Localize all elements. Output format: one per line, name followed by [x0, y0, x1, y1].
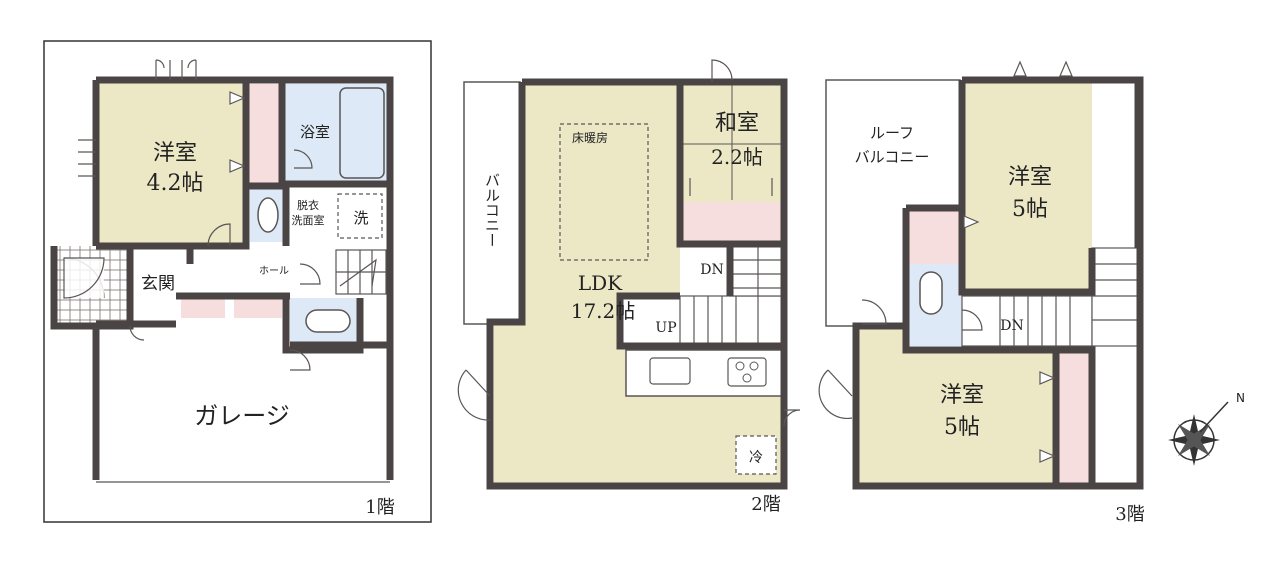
label-fridge: 冷: [749, 450, 763, 466]
floor-1-frame: [43, 40, 432, 523]
stairs-3f: [961, 247, 1139, 347]
shoe-closet: [181, 298, 225, 318]
label-roof-1: ルーフ: [870, 124, 914, 142]
bathtub: [339, 87, 385, 179]
closet-2f: [680, 202, 784, 244]
closet-3f-b: [1056, 350, 1092, 484]
label-ldk: LDK: [578, 271, 623, 295]
label-entrance: 玄関: [141, 274, 175, 294]
floor-heating-area: [559, 123, 649, 261]
storage-closet: [234, 298, 282, 318]
stove: [727, 357, 767, 387]
label-western-1f-size: 4.2帖: [147, 171, 204, 196]
entrance-door: [63, 257, 105, 299]
doors-3f: [818, 299, 983, 420]
stairs-1f: [335, 249, 387, 295]
floor-2: 床暖房 LDK 17.2帖 和室 2.2帖 DN UP 冷 バルコニー 2階: [457, 59, 801, 515]
label-washroom: 洗面室: [292, 213, 325, 227]
label-up-2f: UP: [655, 320, 676, 336]
walls-2f: [486, 78, 788, 490]
label-roof-2: バルコニー: [855, 148, 930, 166]
western-room-1f: [96, 80, 246, 245]
label-washer: 洗: [353, 209, 368, 227]
closet-door-markers-1f: [229, 91, 246, 173]
label-floor-heating: 床暖房: [572, 130, 608, 145]
toilet-3f: [919, 271, 943, 315]
burner: [742, 373, 752, 383]
label-japanese: 和室: [715, 111, 759, 136]
label-dressing: 脱衣: [297, 198, 319, 212]
label-western-3f-b: 洋室: [940, 383, 984, 408]
closet-1f: [248, 84, 282, 184]
label-japanese-size: 2.2帖: [711, 145, 763, 169]
compass-icon: N: [1168, 391, 1245, 466]
label-dn-2f: DN: [700, 262, 723, 278]
label-bath: 浴室: [300, 123, 330, 141]
label-dn-3f: DN: [1000, 318, 1023, 334]
washer-space: [337, 193, 383, 239]
walls-3f: [852, 76, 1144, 490]
label-western-3f-a: 洋室: [1008, 165, 1052, 190]
label-garage: ガレージ: [194, 402, 290, 430]
label-balcony-2f: バルコニー: [483, 173, 501, 248]
label-western-3f-a-size: 5帖: [1012, 197, 1048, 222]
label-hall: ホール: [259, 265, 289, 277]
burner: [749, 361, 759, 371]
western-room-3f-b: [856, 326, 1056, 486]
entrance-door-area: [64, 258, 104, 298]
floor-3: ルーフ バルコニー 洋室 5帖 洋室 5帖 DN 3階: [818, 60, 1145, 525]
label-ldk-size: 17.2帖: [571, 299, 636, 323]
doors-2f: [457, 59, 801, 427]
walls-1f: [50, 76, 394, 480]
fridge-space: [735, 435, 777, 475]
washbasin: [257, 197, 279, 233]
doors-1f: [78, 59, 321, 371]
burner: [735, 361, 745, 371]
compass-north-label: N: [1236, 391, 1245, 405]
closet-markers-3f: [963, 60, 1073, 463]
toilet-1f: [305, 309, 351, 333]
floor-1-label: 1階: [365, 497, 394, 518]
western-room-3f-a: [962, 80, 1092, 292]
label-western-3f-b-size: 5帖: [944, 415, 980, 440]
floor-1: 洋室 4.2帖 浴室 脱衣 洗面室 洗 玄関 ホール ガレージ 1階: [43, 40, 432, 523]
label-western-1f: 洋室: [153, 141, 197, 166]
kitchen-sink: [649, 357, 691, 385]
closet-3f: [906, 208, 962, 264]
floor-2-label: 2階: [751, 494, 780, 515]
floor-3-label: 3階: [1115, 504, 1144, 525]
